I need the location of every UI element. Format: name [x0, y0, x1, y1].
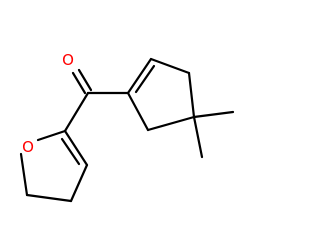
ring-bond-c4-c5: [146, 115, 196, 132]
structure-canvas: O O: [19, 51, 235, 203]
methyl-bond-2: [192, 115, 204, 159]
ring-bond-c1-c2-inner: [134, 64, 156, 94]
ring-bond-c1-c2: [126, 57, 153, 95]
furan-bond-c3-c2: [63, 129, 89, 167]
furan-bond-c5-c4: [25, 193, 73, 203]
ring-bond-c3-c4: [187, 71, 196, 119]
furan-bond-c4-c3: [69, 163, 89, 203]
ring-bond-c2-c3: [149, 57, 191, 75]
carbonyl-oxygen-label: O: [62, 51, 74, 69]
methyl-bond-1: [192, 110, 235, 119]
bond-carbonyl-furan: [63, 91, 90, 133]
carbonyl-bond-2: [77, 68, 93, 92]
furan-bond-c2-o1: [36, 129, 67, 142]
furan-bond-o1-c5: [19, 152, 29, 197]
furan-bond-c3-c2-inner: [60, 137, 81, 166]
molecule-diagram: O O: [19, 51, 235, 203]
carbonyl-bond-1: [71, 71, 87, 95]
ring-oxygen-label: O: [22, 138, 34, 156]
ring-bond-c5-c1: [126, 91, 150, 132]
